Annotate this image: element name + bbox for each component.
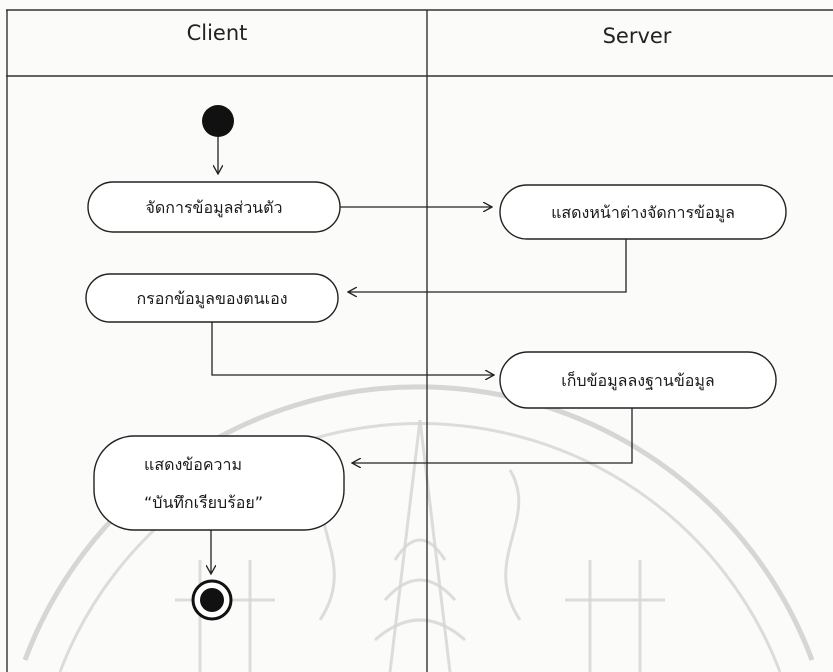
swimlanes: Client Server [6,9,833,672]
initial-node [202,105,234,137]
final-node [191,579,233,621]
action-save-to-database [499,351,777,409]
action-show-message [93,435,345,531]
action-show-message-line2: “บันทึกเรียบร้อย” [144,493,263,512]
lane-title-server: Server [603,24,672,48]
action-save-to-database-label: เก็บข้อมูลลงฐานข้อมูล [561,370,714,391]
action-show-manage-window [499,184,787,240]
lane-title-client: Client [187,21,248,45]
edge-save-to-show-message [352,408,633,463]
action-fill-own-info-label: กรอกข้อมูลของตนเอง [136,289,287,309]
action-manage-personal-info-label: จัดการข้อมูลส่วนตัว [146,198,283,218]
action-show-manage-window-label: แสดงหน้าต่างจัดการข้อมูล [551,203,735,223]
action-show-message-line1: แสดงข้อความ [144,455,242,474]
edge-show-window-to-fill [348,239,627,292]
edge-fill-to-save [211,322,494,375]
